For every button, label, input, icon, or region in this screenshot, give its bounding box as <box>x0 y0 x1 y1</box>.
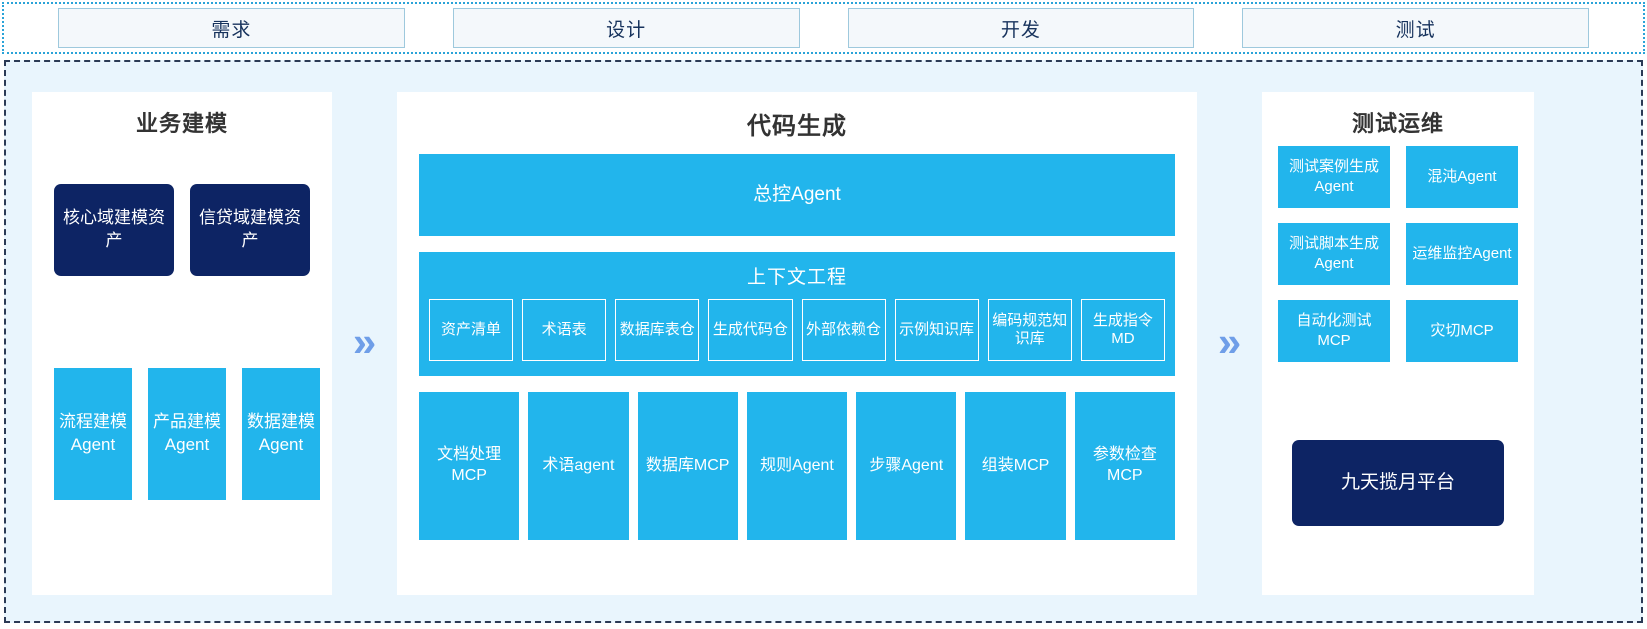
stage-label: 设计 <box>606 19 647 41</box>
ctx-item-label: 资产清单 <box>441 321 502 338</box>
card-rule-agent[interactable]: 规则Agent <box>746 392 848 540</box>
ctx-item-database-table-repo[interactable]: 数据库表仓 <box>615 299 700 361</box>
context-engineering-title: 上下文工程 <box>746 267 847 288</box>
card-label: 混沌Agent <box>1427 167 1497 185</box>
card-process-modeling-agent[interactable]: 流程建模Agent <box>54 368 132 500</box>
card-assembly-mcp[interactable]: 组装MCP <box>965 392 1066 540</box>
card-parameter-check-mcp[interactable]: 参数检查MCP <box>1074 392 1175 540</box>
context-engineering-items: 资产清单 术语表 数据库表仓 生成代码仓 外部依赖仓 示例知 <box>419 299 1175 361</box>
stage-box-design[interactable]: 设计 <box>452 8 800 48</box>
card-ops-monitoring-agent[interactable]: 运维监控Agent <box>1406 223 1518 285</box>
business-agent-group: 流程建模Agent 产品建模Agent 数据建模Agent <box>54 368 320 500</box>
card-label: 步骤Agent <box>869 456 944 474</box>
main-region: 业务建模 核心域建模资产 信贷域建模资产 流程建模Agent 产品建模Agent… <box>4 60 1643 623</box>
card-automated-test-mcp[interactable]: 自动化测试MCP <box>1278 300 1390 362</box>
card-label: 参数检查MCP <box>1092 446 1157 484</box>
panel-title-business-modeling: 业务建模 <box>135 111 228 136</box>
ctx-item-generated-code-repo[interactable]: 生成代码仓 <box>708 299 793 361</box>
ctx-item-label: 示例知识库 <box>899 321 975 338</box>
panel-code-generation: 代码生成 总控Agent 上下文工程 资产清单 术语表 数据库表仓 <box>397 92 1197 595</box>
context-engineering-block: 上下文工程 资产清单 术语表 数据库表仓 生成代码仓 外部依赖仓 <box>419 252 1175 376</box>
card-chaos-agent[interactable]: 混沌Agent <box>1406 146 1518 208</box>
test-ops-grid: 测试案例生成Agent 混沌Agent 测试脚本生成Agent 运维监控Agen… <box>1278 146 1518 362</box>
ctx-item-label: 术语表 <box>541 321 587 338</box>
card-test-case-generation-agent[interactable]: 测试案例生成Agent <box>1278 146 1390 208</box>
card-label: 灾切MCP <box>1430 321 1494 339</box>
panel-test-ops: 测试运维 测试案例生成Agent 混沌Agent 测试脚本生成Agent 运维监… <box>1262 92 1534 595</box>
panel-business-modeling: 业务建模 核心域建模资产 信贷域建模资产 流程建模Agent 产品建模Agent… <box>32 92 332 595</box>
card-product-modeling-agent[interactable]: 产品建模Agent <box>148 368 226 500</box>
card-database-mcp[interactable]: 数据库MCP <box>637 392 738 540</box>
ctx-item-label: 生成代码仓 <box>712 321 788 338</box>
ctx-item-label: 生成指令MD <box>1092 312 1153 347</box>
card-step-agent[interactable]: 步骤Agent <box>856 392 957 540</box>
chevron-glyph: » <box>1217 317 1242 365</box>
card-label: 文档处理MCP <box>437 446 502 484</box>
card-label: 规则Agent <box>760 456 834 474</box>
card-label: 数据建模Agent <box>247 412 315 454</box>
card-data-modeling-agent[interactable]: 数据建模Agent <box>242 368 320 500</box>
card-credit-domain-asset[interactable]: 信贷域建模资产 <box>190 184 310 276</box>
business-asset-group: 核心域建模资产 信贷域建模资产 <box>54 184 310 276</box>
card-label: 九天揽月平台 <box>1340 472 1455 494</box>
stage-label: 开发 <box>1000 19 1041 41</box>
card-jiutian-lanyue-platform[interactable]: 九天揽月平台 <box>1292 440 1504 526</box>
panel-title-code-generation: 代码生成 <box>747 113 847 140</box>
card-document-processing-mcp[interactable]: 文档处理MCP <box>419 392 520 540</box>
stage-box-testing[interactable]: 测试 <box>1242 8 1589 48</box>
stage-label: 测试 <box>1395 19 1436 41</box>
card-label: 自动化测试MCP <box>1296 311 1372 349</box>
ctx-item-external-dependency-repo[interactable]: 外部依赖仓 <box>801 299 886 361</box>
card-test-script-generation-agent[interactable]: 测试脚本生成Agent <box>1278 223 1390 285</box>
card-label: 产品建模Agent <box>153 412 221 454</box>
stage-label: 需求 <box>211 19 252 41</box>
card-label: 流程建模Agent <box>59 412 127 454</box>
card-label: 测试案例生成Agent <box>1288 157 1379 195</box>
card-label: 测试脚本生成Agent <box>1288 234 1379 272</box>
card-master-agent[interactable]: 总控Agent <box>419 154 1175 236</box>
ctx-item-asset-inventory[interactable]: 资产清单 <box>429 299 514 361</box>
card-label: 核心域建模资产 <box>63 208 165 250</box>
code-generation-tool-row: 文档处理MCP 术语agent 数据库MCP 规则Agent 步骤Agent 组… <box>419 392 1175 540</box>
ctx-item-generation-instruction-md[interactable]: 生成指令MD <box>1080 299 1165 361</box>
stage-box-requirements[interactable]: 需求 <box>58 8 405 48</box>
chevron-right-icon-2: » <box>1197 62 1262 621</box>
stage-box-development[interactable]: 开发 <box>847 8 1195 48</box>
stage-bar: 需求 设计 开发 测试 <box>2 2 1645 54</box>
chevron-right-icon-1: » <box>332 62 397 621</box>
ctx-item-glossary[interactable]: 术语表 <box>522 299 607 361</box>
card-label: 组装MCP <box>981 456 1050 474</box>
ctx-item-label: 外部依赖仓 <box>806 321 882 338</box>
ctx-item-label: 数据库表仓 <box>619 321 695 338</box>
card-label: 数据库MCP <box>645 456 730 474</box>
card-disaster-recovery-mcp[interactable]: 灾切MCP <box>1406 300 1518 362</box>
ctx-item-example-knowledge-base[interactable]: 示例知识库 <box>894 299 979 361</box>
chevron-glyph: » <box>352 317 377 365</box>
panel-title-test-ops: 测试运维 <box>1351 111 1444 136</box>
card-label: 运维监控Agent <box>1412 244 1512 262</box>
card-label: 信贷域建模资产 <box>199 208 301 250</box>
card-core-domain-asset[interactable]: 核心域建模资产 <box>54 184 174 276</box>
ctx-item-label: 编码规范知识库 <box>992 312 1068 347</box>
card-label: 术语agent <box>542 456 615 474</box>
card-label: 总控Agent <box>753 184 841 206</box>
ctx-item-coding-standard-knowledge-base[interactable]: 编码规范知识库 <box>987 299 1072 361</box>
card-glossary-agent[interactable]: 术语agent <box>528 392 629 540</box>
